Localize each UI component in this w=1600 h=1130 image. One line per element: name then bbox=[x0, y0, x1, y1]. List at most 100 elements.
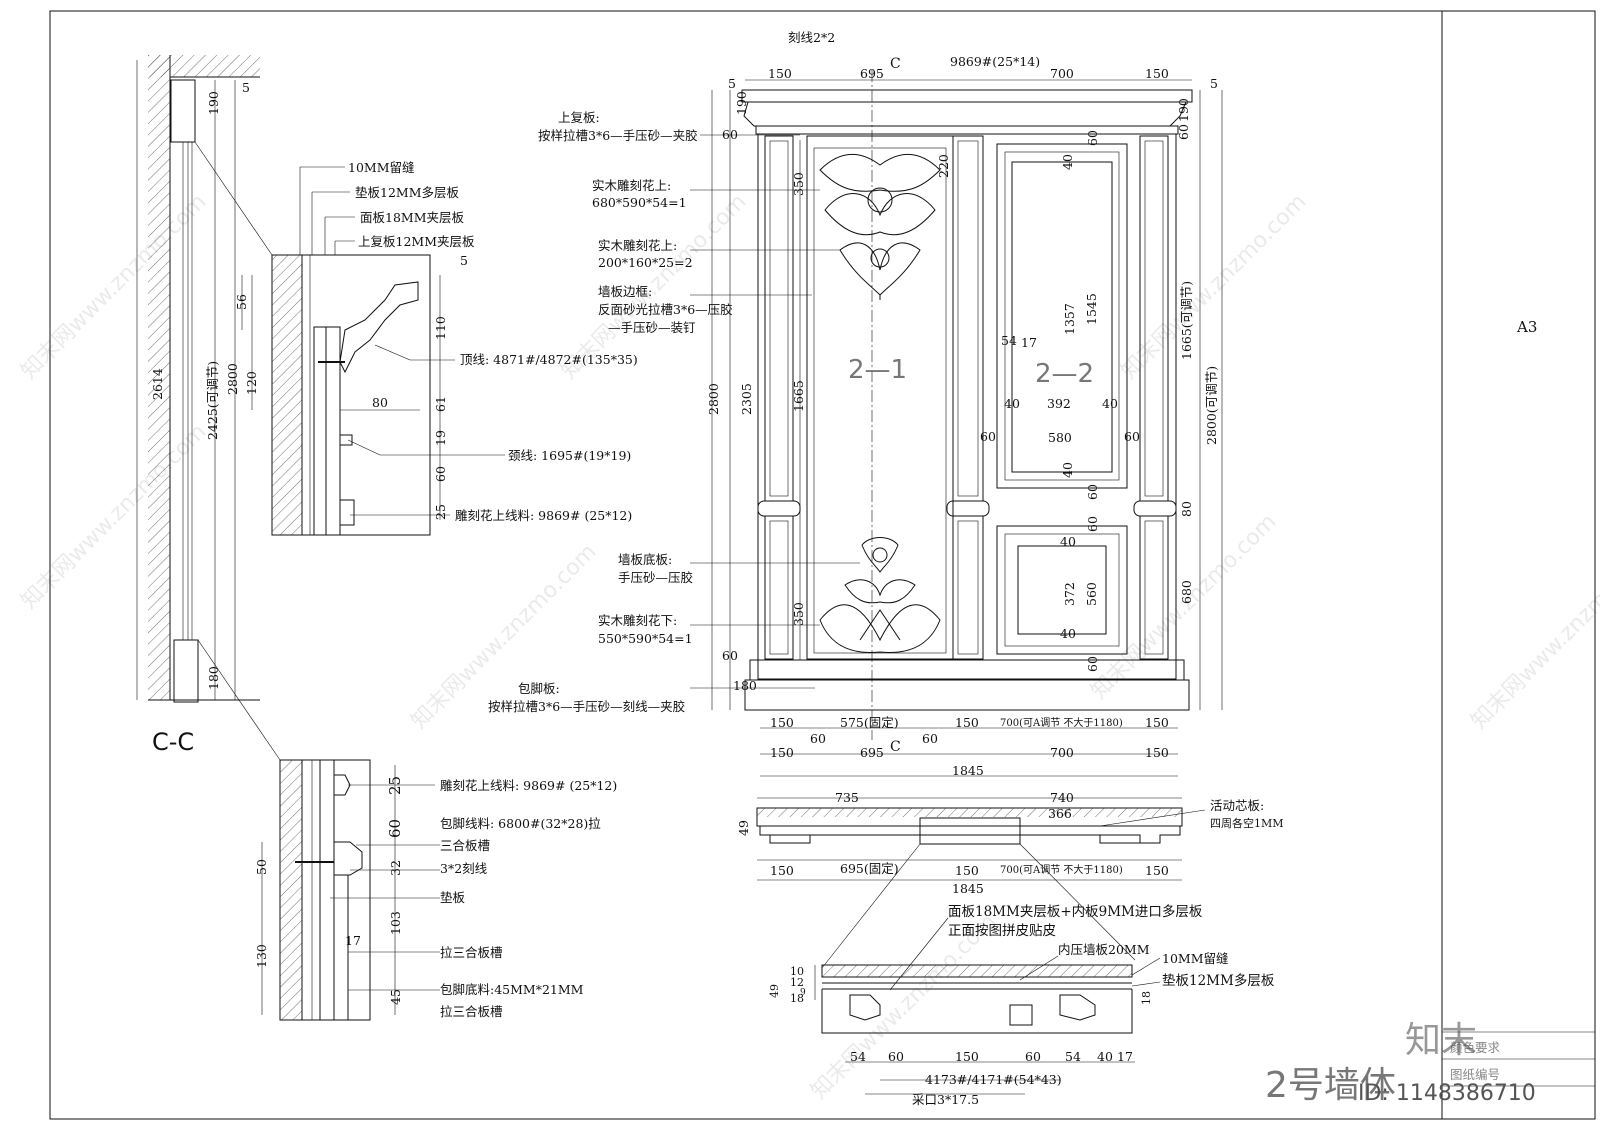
dim-label: 180 bbox=[206, 666, 221, 690]
dim-label: 130 bbox=[254, 944, 269, 968]
callout: 雕刻花上线料: 9869# (25*12) bbox=[455, 508, 632, 523]
sheet-border bbox=[49, 10, 1596, 1120]
label: 上复板12MM夹层板 bbox=[358, 234, 475, 249]
dim-label: 56 bbox=[234, 294, 249, 310]
dim-label: 80 bbox=[372, 395, 388, 410]
dim-label: 735 bbox=[835, 790, 859, 805]
dim-label: 2614 bbox=[150, 368, 165, 400]
dim-label: 49 bbox=[736, 820, 751, 836]
dim-label: 1545 bbox=[1084, 293, 1099, 325]
dim-label: 5 bbox=[1210, 76, 1218, 91]
callout: 垫板 bbox=[440, 890, 466, 905]
note-moulding: 9869#(25*14) bbox=[950, 54, 1040, 69]
title-block-number-label: 图纸编号 bbox=[1450, 1067, 1500, 1082]
note: 面板18MM夹层板+内板9MM进口多层板 bbox=[948, 903, 1203, 920]
callout: 拉三合板槽 bbox=[440, 945, 503, 960]
dim-label: 103 bbox=[388, 911, 403, 935]
plan-detail: 面板18MM夹层板+内板9MM进口多层板 正面按图拼皮贴皮 内压墙板20MM 1… bbox=[768, 903, 1275, 1107]
dim-label: 695 bbox=[860, 745, 884, 760]
dim-label: 700 bbox=[1050, 745, 1074, 760]
dim-label: 40 bbox=[1060, 534, 1076, 549]
carving-bottom bbox=[819, 537, 941, 654]
watermark: 知末网www.znzmo.com bbox=[1117, 189, 1312, 384]
label: 10MM留缝 bbox=[348, 160, 415, 175]
dim-label: 54 bbox=[1065, 1049, 1081, 1064]
dim-label: 190 bbox=[1176, 98, 1191, 122]
dim-label: 120 bbox=[244, 371, 259, 395]
dim-label: 740 bbox=[1050, 790, 1074, 805]
watermark: 知末网www.znzmo.com bbox=[17, 419, 212, 614]
section-letter: C bbox=[890, 56, 901, 72]
wall-elevation: 刻线2*2 9869#(25*14) C C 150 695 700 150 5… bbox=[488, 30, 1223, 778]
logo: 知末 bbox=[1405, 1020, 1477, 1061]
dim-label: 700 bbox=[1050, 66, 1074, 81]
dim-label: 1357 bbox=[1062, 303, 1077, 335]
note-title: 上复板: bbox=[558, 110, 600, 125]
dim-label: 366 bbox=[1048, 806, 1072, 821]
panel-tag: 2—2 bbox=[1035, 359, 1094, 389]
dim-label: 49 bbox=[768, 984, 781, 998]
dim-label: 40 bbox=[1004, 396, 1020, 411]
note-body: 手压砂—压胶 bbox=[618, 570, 693, 585]
dim-label: 2305 bbox=[739, 383, 754, 415]
dim-label: 80 bbox=[1179, 501, 1194, 517]
dim-label: 695(固定) bbox=[840, 861, 899, 876]
dim-label: 18 bbox=[790, 992, 804, 1005]
dim-label: 60 bbox=[810, 731, 826, 746]
dim-label: 700(可A调节 不大于1180) bbox=[1000, 863, 1123, 876]
dim-label: 60 bbox=[1085, 656, 1100, 672]
title-block-color-label: 颜色要求 bbox=[1450, 1040, 1501, 1055]
dim-label: 60 bbox=[386, 819, 404, 838]
dim-label: 60 bbox=[888, 1049, 904, 1064]
dim-label: 2800(可调节) bbox=[1204, 366, 1219, 445]
dim-total: 1845 bbox=[952, 881, 984, 896]
dim-label: 17 bbox=[1117, 1049, 1133, 1064]
label: 垫板12MM多层板 bbox=[355, 185, 460, 200]
dim-label: 54 bbox=[1001, 333, 1017, 348]
dim-label: 392 bbox=[1047, 396, 1071, 411]
dim-label: 110 bbox=[433, 316, 448, 340]
dim-label: 60 bbox=[1124, 429, 1140, 444]
dim-label: 5 bbox=[460, 253, 468, 268]
sheet-size-label: A3 bbox=[1516, 318, 1537, 336]
callout: 顶线: 4871#/4872#(135*35) bbox=[460, 352, 638, 367]
dim-label: 150 bbox=[1145, 863, 1169, 878]
dim-label: 5 bbox=[728, 76, 736, 91]
drawing-title: 2号墙体 bbox=[1265, 1065, 1396, 1106]
dim-label: 190 bbox=[206, 91, 221, 115]
plan-section: 735 740 366 49 活动芯板: 四周各空1MM 150 695(固定)… bbox=[736, 790, 1284, 969]
dim-label: 180 bbox=[733, 678, 757, 693]
watermark: 知末网www.znzmo.com bbox=[17, 189, 212, 384]
dim-label: 19 bbox=[433, 430, 448, 446]
note-title: 包脚板: bbox=[518, 681, 560, 696]
dim-label: 150 bbox=[955, 863, 979, 878]
dim-label: 560 bbox=[1084, 582, 1099, 606]
detail-top-crown: 10MM留缝 垫板12MM多层板 面板18MM夹层板 上复板12MM夹层板 顶线… bbox=[234, 160, 638, 536]
dim-label: 1665 bbox=[791, 380, 806, 412]
dim-label: 17 bbox=[345, 933, 361, 948]
dim-label: 18 bbox=[1140, 991, 1153, 1005]
dim-label: 150 bbox=[770, 715, 794, 730]
note-title: 墙板边框: bbox=[598, 284, 652, 299]
section-cc: 5 190 2614 2425(可调节) 2800 180 C-C bbox=[136, 55, 281, 761]
dim-label: 150 bbox=[770, 863, 794, 878]
note: 内压墙板20MM bbox=[1058, 942, 1150, 957]
carving-top bbox=[819, 153, 941, 300]
dim-label: 50 bbox=[254, 859, 269, 875]
dim-label: 350 bbox=[791, 602, 806, 626]
callout: 三合板槽 bbox=[440, 838, 490, 853]
dim-label: 9 bbox=[800, 988, 806, 998]
dim-label: 25 bbox=[386, 776, 404, 795]
callout: 包脚底料:45MM*21MM bbox=[440, 982, 584, 997]
note-line: 刻线2*2 bbox=[788, 30, 835, 45]
dim-label: 700(可A调节 不大于1180) bbox=[1000, 716, 1123, 729]
note-body: 按样拉槽3*6—手压砂—夹胶 bbox=[538, 128, 698, 143]
dim-label: 60 bbox=[1085, 516, 1100, 532]
note-body: 四周各空1MM bbox=[1210, 816, 1284, 830]
title-block: 颜色要求 图纸编号 2号墙体 知末 ID: 1148386710 bbox=[1265, 1020, 1595, 1106]
note-title: 实木雕刻花上: bbox=[592, 178, 671, 193]
note: 10MM留缝 bbox=[1162, 951, 1229, 966]
dim-label: 25 bbox=[433, 504, 448, 520]
dim-label: 695 bbox=[860, 66, 884, 81]
dim-label: 40 bbox=[1060, 154, 1075, 170]
